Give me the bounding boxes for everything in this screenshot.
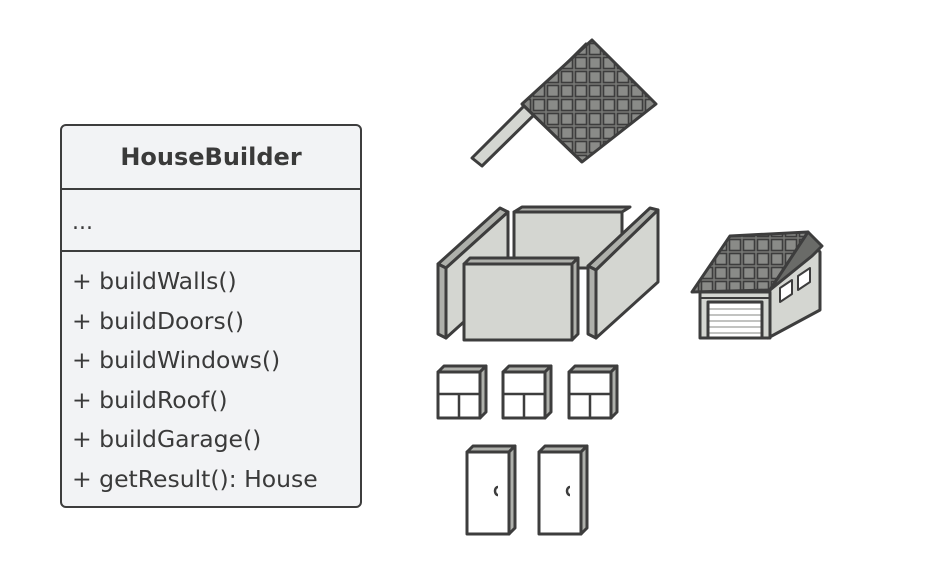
class-methods: + buildWalls() + buildDoors() + buildWin… xyxy=(62,252,360,499)
window-icon-3 xyxy=(567,364,619,420)
roof-icon xyxy=(470,38,658,168)
method-build-windows: + buildWindows() xyxy=(72,346,281,374)
class-diagram-box: HouseBuilder ... + buildWalls() + buildD… xyxy=(60,124,362,508)
method-build-garage: + buildGarage() xyxy=(72,425,262,453)
door-icon-2 xyxy=(537,444,589,536)
window-icon-1 xyxy=(436,364,488,420)
class-name: HouseBuilder xyxy=(62,126,360,190)
class-fields: ... xyxy=(62,190,360,252)
walls-icon xyxy=(436,205,660,342)
window-icon-2 xyxy=(501,364,553,420)
method-build-doors: + buildDoors() xyxy=(72,306,245,335)
garage-icon xyxy=(690,230,824,340)
method-get-result: + getResult(): House xyxy=(72,464,318,493)
door-icon-1 xyxy=(465,444,517,536)
method-build-walls: + buildWalls() xyxy=(72,267,237,295)
method-build-roof: + buildRoof() xyxy=(72,385,228,414)
